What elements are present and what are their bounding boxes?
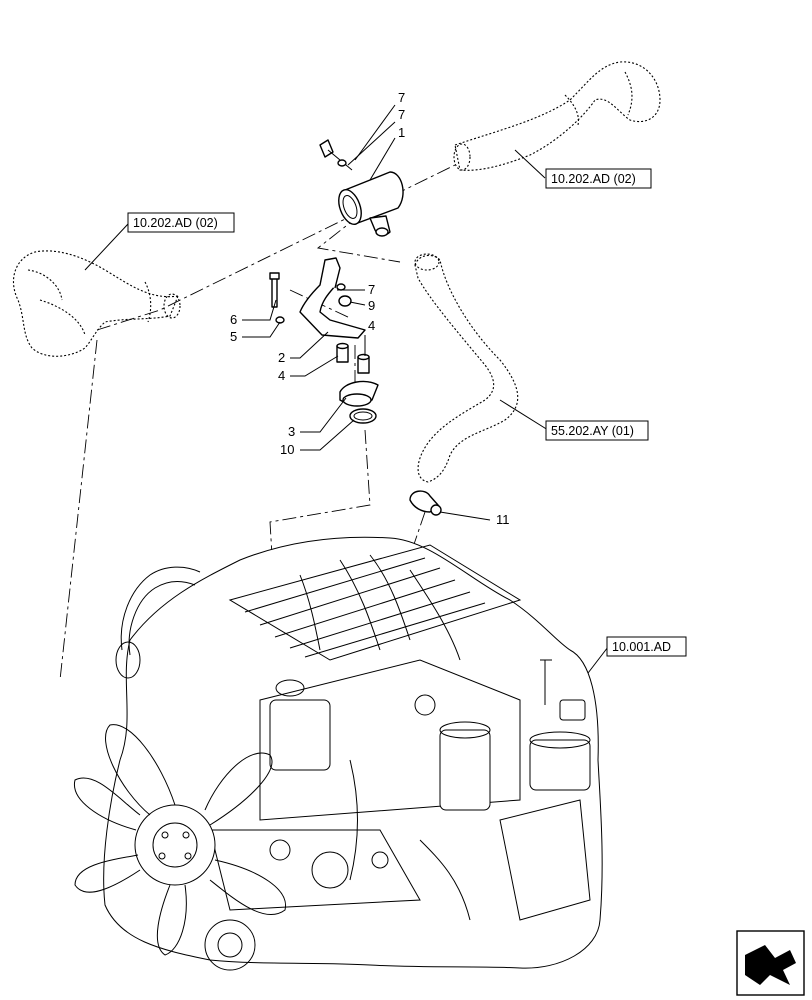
callout-numbers: 7 7 1 7 9 4 6 5 2 4 3 10 11 — [230, 90, 510, 527]
callout-4-left: 4 — [278, 368, 285, 383]
ref-label-upper-right: 10.202.AD (02) — [551, 172, 636, 186]
callout-3: 3 — [288, 424, 295, 439]
intake-hose-upper-right — [453, 61, 661, 171]
callout-4-right: 4 — [368, 318, 375, 333]
callout-7-upper: 7 — [398, 107, 405, 122]
part-6-bolt — [269, 272, 280, 308]
part-5-washer — [275, 316, 285, 324]
part-10-o-ring — [349, 408, 377, 424]
ref-label-engine: 10.001.AD — [612, 640, 671, 654]
breather-hose — [414, 253, 519, 483]
part-2-bracket — [299, 257, 366, 339]
ref-label-breather: 55.202.AY (01) — [551, 424, 634, 438]
part-8-bolt — [319, 139, 353, 171]
engine-assembly — [74, 536, 603, 971]
part-4-spacer-right — [357, 353, 370, 374]
ref-box-upper-left[interactable]: 10.202.AD (02) — [127, 212, 235, 233]
navigation-arrow-icon[interactable] — [736, 930, 805, 996]
intake-hose-upper-left — [12, 250, 181, 357]
ref-box-upper-right[interactable]: 10.202.AD (02) — [545, 168, 652, 189]
callout-8: 7 — [398, 90, 405, 105]
callout-6: 6 — [230, 312, 237, 327]
part-3-flange — [339, 380, 379, 407]
part-1-tee-fitting — [338, 171, 404, 237]
callout-11: 11 — [496, 512, 510, 527]
leader-lines — [84, 104, 609, 691]
callout-7-lower: 7 — [368, 282, 375, 297]
ref-box-engine[interactable]: 10.001.AD — [606, 636, 687, 657]
callout-10: 10 — [280, 442, 294, 457]
part-4-spacer-left — [336, 342, 349, 363]
part-9-nut — [338, 295, 352, 307]
ref-label-upper-left: 10.202.AD (02) — [133, 216, 218, 230]
ref-box-breather[interactable]: 55.202.AY (01) — [545, 420, 649, 441]
callout-1: 1 — [398, 125, 405, 140]
callout-9: 9 — [368, 298, 375, 313]
callout-2: 2 — [278, 350, 285, 365]
callout-5: 5 — [230, 329, 237, 344]
part-7-washer-b — [336, 283, 346, 291]
part-7-washer — [337, 159, 347, 167]
engine-fan — [74, 724, 287, 956]
reference-boxes: 10.202.AD (02) 10.202.AD (02) 55.202.AY … — [127, 168, 687, 657]
part-11-elbow-fitting — [409, 490, 442, 516]
